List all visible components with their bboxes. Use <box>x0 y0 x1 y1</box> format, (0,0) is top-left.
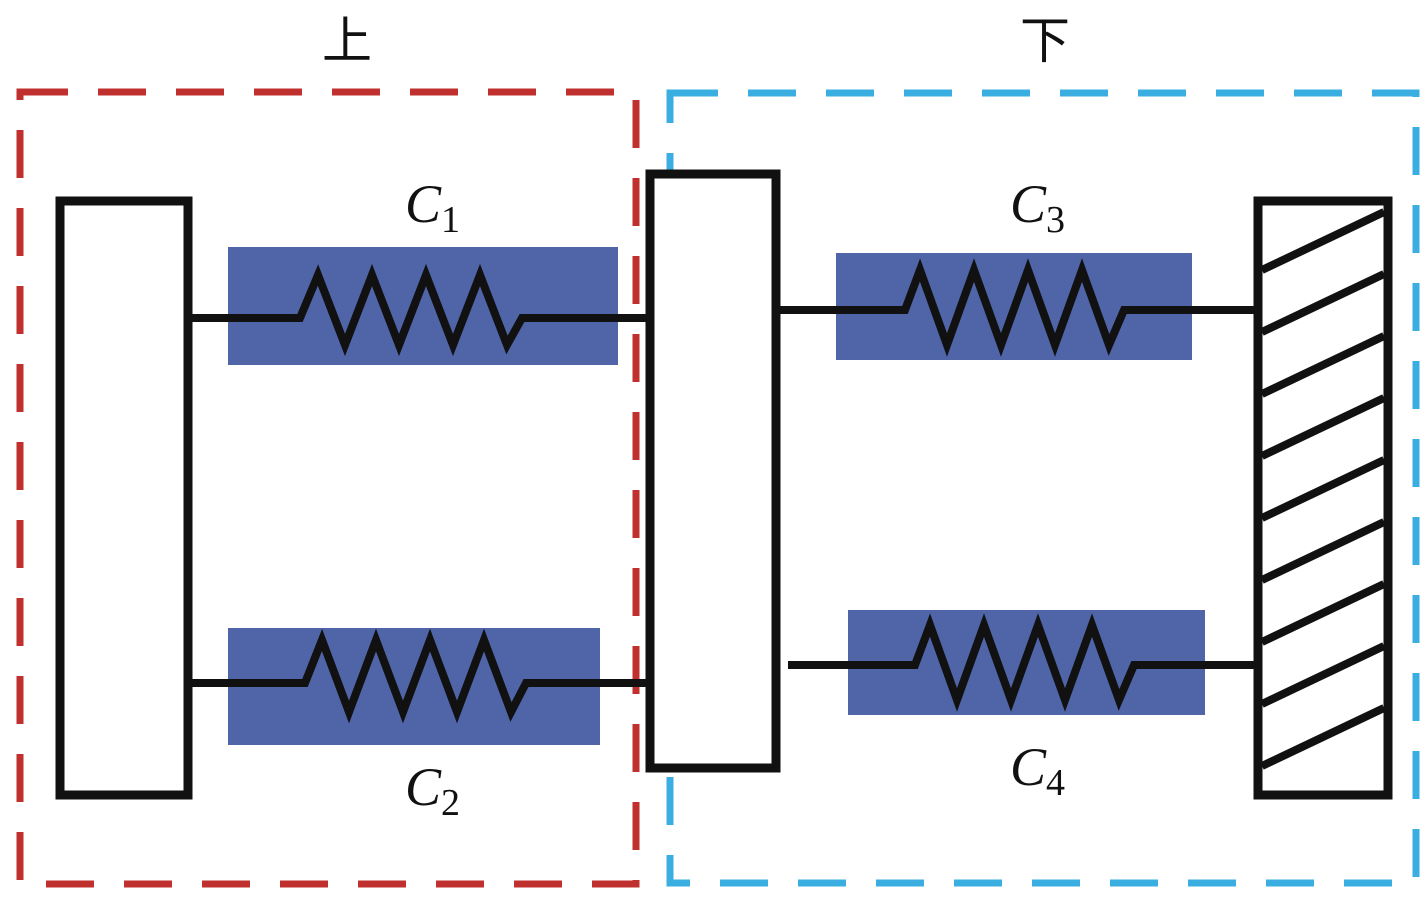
middle-mass <box>645 169 781 773</box>
wall-hatch-line <box>1260 456 1386 522</box>
spring-c4 <box>788 613 1258 712</box>
wall-hatch-line <box>1260 580 1386 646</box>
lower-group-label: 下 <box>1020 12 1070 70</box>
label-c3: C3 <box>1010 174 1065 241</box>
wall-hatch-line <box>1260 270 1386 336</box>
spring-c3 <box>776 258 1258 357</box>
upper-group-label: 上 <box>322 12 372 70</box>
label-c1: C1 <box>405 174 460 241</box>
wall-hatch-line <box>1260 642 1386 708</box>
fixed-wall <box>1253 196 1393 800</box>
upper-mass <box>55 196 193 800</box>
wall-hatch-line <box>1260 704 1386 770</box>
wall-hatch-line <box>1260 394 1386 460</box>
label-c2: C2 <box>405 757 460 824</box>
spring-c2 <box>188 628 650 724</box>
spring-c1-box <box>228 247 618 365</box>
upper-group-box <box>16 88 640 888</box>
wall-hatch-line <box>1260 208 1386 274</box>
wall-hatch-line <box>1260 518 1386 584</box>
label-c4: C4 <box>1010 737 1065 804</box>
wall-hatch-line <box>1260 332 1386 398</box>
spring-c1 <box>188 263 650 357</box>
